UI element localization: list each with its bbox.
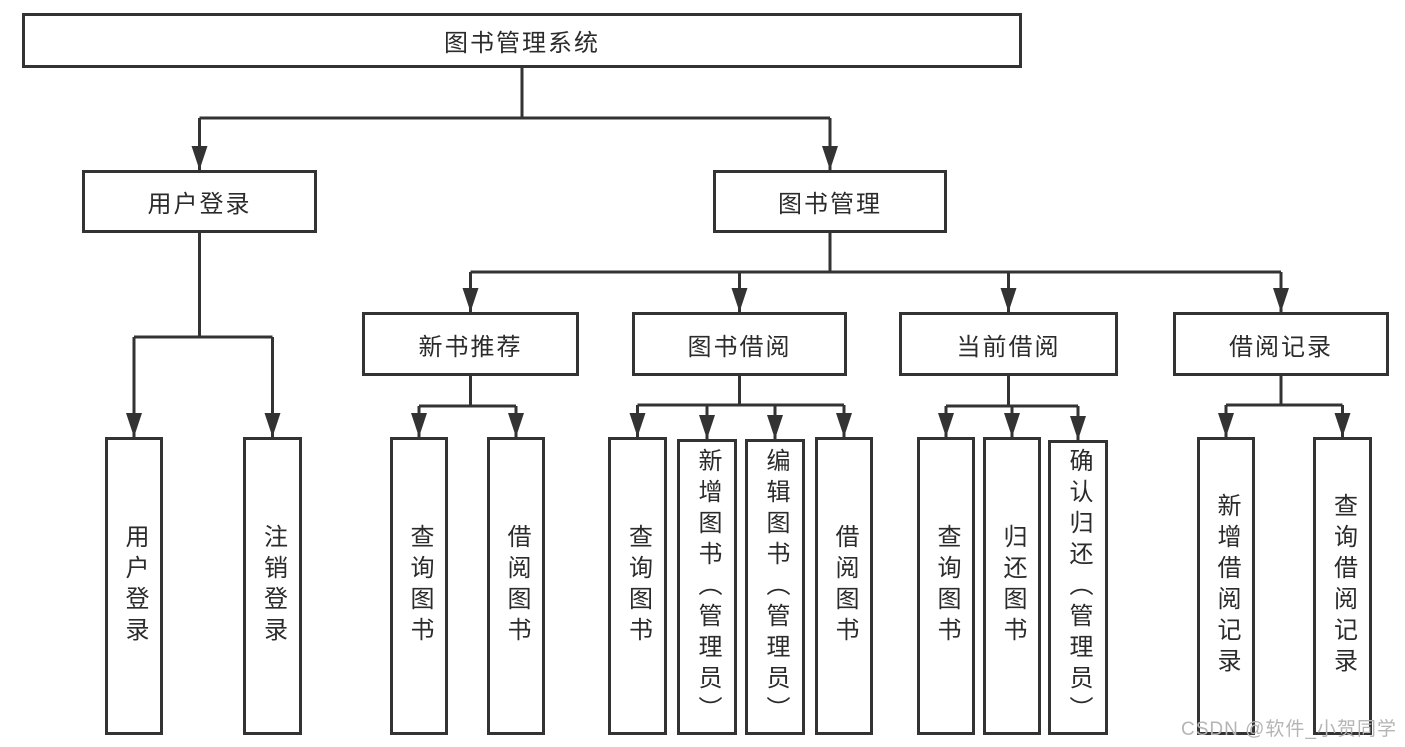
leaf-borrow-books-2-label: 借阅图书 bbox=[831, 524, 858, 648]
leaf-confirm-return-admin-label: 确认归还（管理员） bbox=[1065, 448, 1092, 727]
node-new-book-recommend-label: 新书推荐 bbox=[418, 333, 523, 361]
node-borrow-records-label: 借阅记录 bbox=[1229, 333, 1333, 361]
node-root-label: 图书管理系统 bbox=[444, 30, 600, 57]
leaf-query-books-3: 查询图书 bbox=[917, 437, 975, 735]
leaf-edit-books-admin: 编辑图书（管理员） bbox=[745, 439, 805, 735]
leaf-query-books-1: 查询图书 bbox=[390, 437, 448, 735]
leaf-user-login: 用户登录 bbox=[105, 437, 163, 735]
leaf-borrow-books-1: 借阅图书 bbox=[487, 437, 545, 735]
node-book-borrow: 图书借阅 bbox=[632, 312, 847, 376]
node-user-login: 用户登录 bbox=[82, 170, 317, 233]
node-book-management-label: 图书管理 bbox=[778, 191, 882, 218]
leaf-query-books-2-label: 查询图书 bbox=[624, 524, 652, 648]
leaf-logout: 注销登录 bbox=[243, 437, 302, 735]
leaf-query-books-1-label: 查询图书 bbox=[406, 524, 433, 648]
node-book-borrow-label: 图书借阅 bbox=[687, 333, 792, 361]
leaf-confirm-return-admin: 确认归还（管理员） bbox=[1048, 440, 1108, 735]
leaf-return-books: 归还图书 bbox=[983, 437, 1041, 735]
watermark-text: CSDN @软件_小贺同学 bbox=[1181, 719, 1397, 740]
node-current-borrow-label: 当前借阅 bbox=[956, 333, 1061, 361]
node-root: 图书管理系统 bbox=[22, 13, 1022, 68]
leaf-query-books-3-label: 查询图书 bbox=[933, 524, 960, 648]
node-book-management: 图书管理 bbox=[713, 170, 947, 233]
node-borrow-records: 借阅记录 bbox=[1173, 312, 1389, 376]
arrowheads bbox=[126, 146, 1351, 440]
leaf-add-borrow-record: 新增借阅记录 bbox=[1197, 437, 1255, 735]
node-user-login-label: 用户登录 bbox=[147, 191, 252, 218]
leaf-borrow-books-2: 借阅图书 bbox=[815, 437, 873, 735]
leaf-query-borrow-record: 查询借阅记录 bbox=[1313, 437, 1372, 735]
leaf-add-borrow-record-label: 新增借阅记录 bbox=[1213, 493, 1240, 679]
node-current-borrow: 当前借阅 bbox=[899, 312, 1118, 376]
leaf-return-books-label: 归还图书 bbox=[999, 524, 1026, 648]
leaf-add-books-admin: 新增图书（管理员） bbox=[677, 439, 737, 735]
leaf-add-books-admin-label: 新增图书（管理员） bbox=[694, 447, 721, 727]
leaf-edit-books-admin-label: 编辑图书（管理员） bbox=[762, 447, 789, 727]
leaf-query-borrow-record-label: 查询借阅记录 bbox=[1329, 493, 1357, 679]
leaf-logout-label: 注销登录 bbox=[259, 524, 287, 648]
leaf-user-login-label: 用户登录 bbox=[121, 524, 148, 648]
node-new-book-recommend: 新书推荐 bbox=[362, 312, 579, 376]
leaf-query-books-2: 查询图书 bbox=[608, 437, 667, 735]
leaf-borrow-books-1-label: 借阅图书 bbox=[503, 524, 530, 648]
